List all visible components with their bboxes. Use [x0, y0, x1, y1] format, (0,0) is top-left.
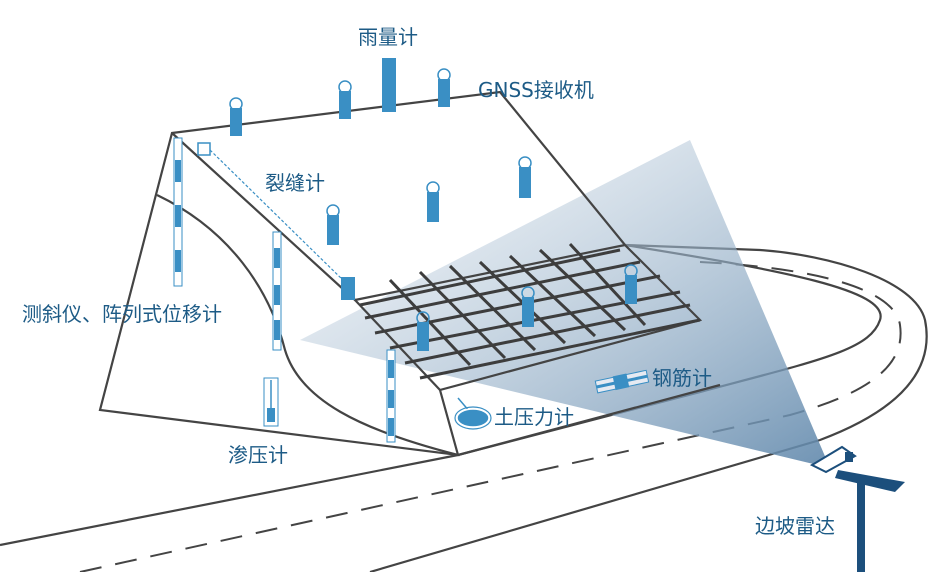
gnss-icon [426, 181, 440, 222]
label-earth-pressure: 土压力计 [494, 405, 574, 429]
label-piezometer: 渗压计 [228, 443, 288, 467]
label-radar: 边坡雷达 [755, 514, 835, 538]
gnss-icon [437, 68, 451, 107]
gnss-icon [338, 80, 352, 119]
inclinometer-icon [173, 137, 183, 287]
gnss-icon [416, 311, 430, 351]
label-crack-meter: 裂缝计 [265, 171, 325, 195]
label-gnss: GNSS接收机 [478, 78, 594, 102]
gnss-icon [229, 97, 243, 136]
rebar-grid [359, 242, 701, 380]
inclinometers [173, 137, 396, 443]
label-rebar-meter: 钢筋计 [652, 366, 712, 390]
gnss-receivers [229, 68, 638, 351]
slope-radar-icon [809, 445, 905, 572]
rain-gauge-icon [382, 58, 396, 112]
inclinometer-icon [272, 231, 282, 351]
label-rain-gauge: 雨量计 [358, 25, 418, 49]
gnss-icon [518, 156, 532, 198]
inclinometer-icon [386, 349, 396, 443]
piezometer-icon [263, 377, 279, 427]
gnss-icon [521, 286, 535, 327]
crack-meter-icon [197, 142, 355, 300]
earth-pressure-cell-icon [454, 397, 492, 430]
radar-beam [300, 140, 830, 468]
gnss-icon [326, 204, 340, 245]
rebar-meter-icon [594, 369, 650, 394]
label-inclinometer: 测斜仪、阵列式位移计 [22, 302, 222, 326]
gnss-icon [624, 264, 638, 304]
